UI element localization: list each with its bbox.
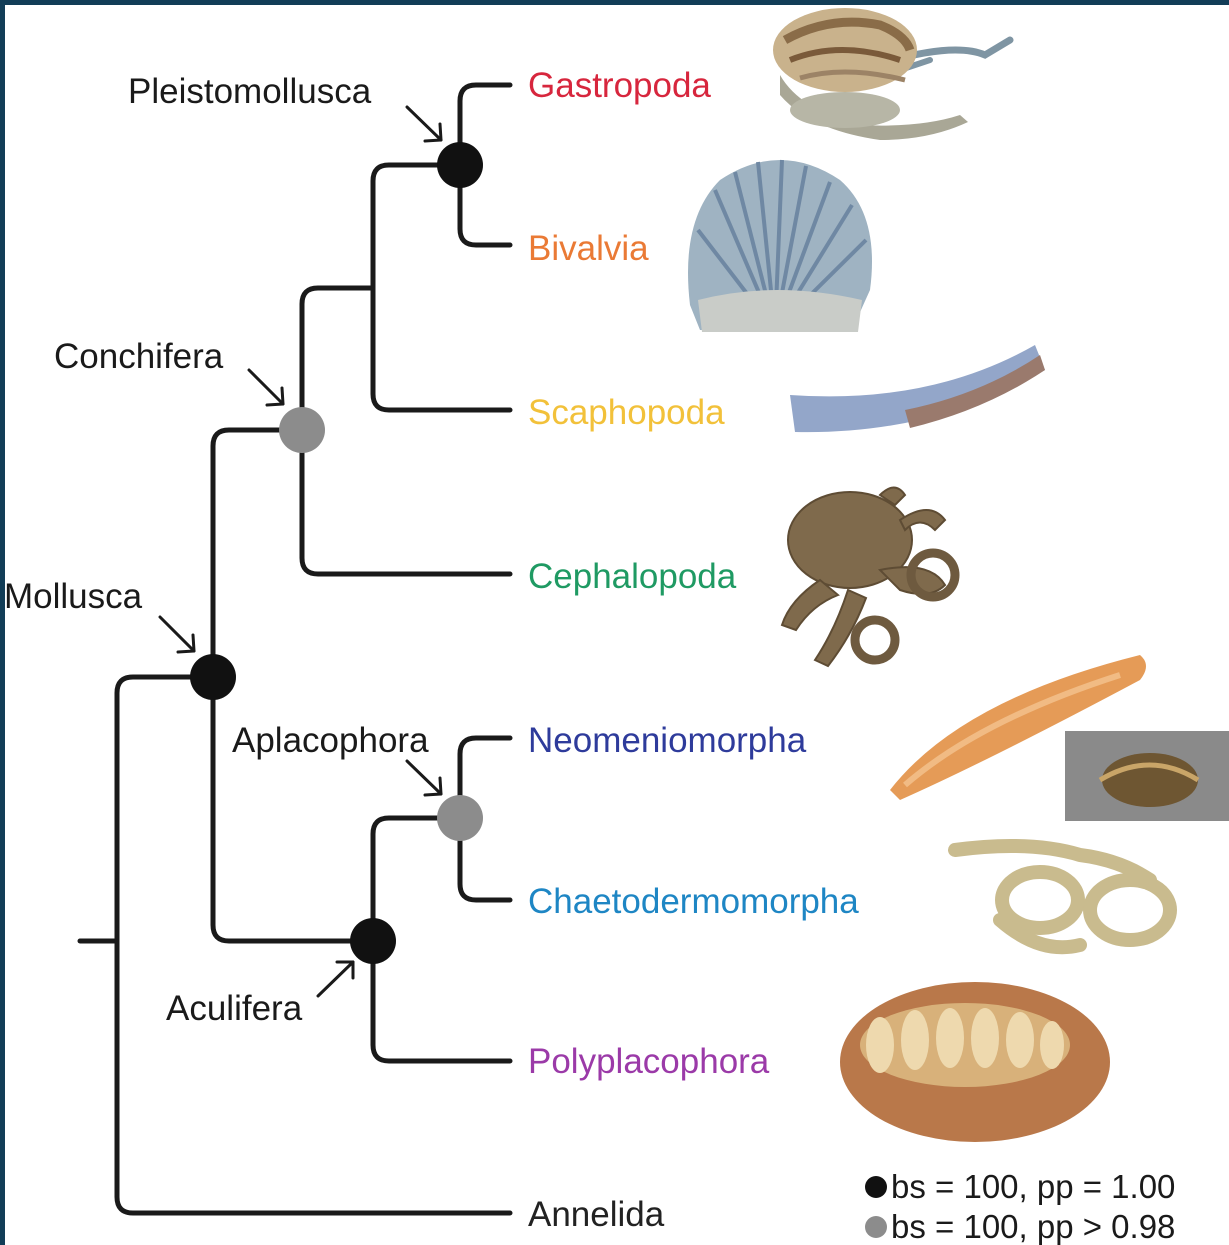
branch-pleisto-scapho (373, 165, 510, 410)
taxon-label-polyplacophora: Polyplacophora (528, 1042, 770, 1081)
snail-image (773, 8, 1010, 140)
taxon-label-gastropoda: Gastropoda (528, 66, 711, 105)
node-mollusca (190, 654, 236, 700)
node-conchifera (279, 407, 325, 453)
clade-label-mollusca: Mollusca (4, 577, 143, 616)
clam-inset-image (1065, 731, 1229, 821)
clade-labels: Pleistomollusca Conchifera Mollusca Apla… (4, 72, 429, 1028)
node-markers (190, 142, 483, 964)
taxon-label-neomeniomorpha: Neomeniomorpha (528, 721, 807, 760)
node-aculifera (350, 918, 396, 964)
taxon-label-annelida: Annelida (528, 1195, 665, 1234)
legend-strong-marker (865, 1176, 887, 1198)
arrow-aplacophora (407, 761, 441, 795)
clade-label-pleistomollusca: Pleistomollusca (128, 72, 372, 111)
taxon-label-cephalopoda: Cephalopoda (528, 557, 737, 596)
caudofoveate-worm-image (955, 846, 1170, 947)
legend-strong-text: bs = 100, pp = 1.00 (891, 1168, 1175, 1205)
tusk-shell-image (790, 345, 1045, 432)
taxon-label-bivalvia: Bivalvia (528, 229, 649, 268)
node-aplacophora (437, 795, 483, 841)
figure-canvas: Pleistomollusca Conchifera Mollusca Apla… (5, 5, 1229, 1245)
clade-label-aplacophora: Aplacophora (232, 721, 429, 760)
chiton-image (840, 982, 1110, 1142)
taxon-label-scaphopoda: Scaphopoda (528, 393, 725, 432)
scallop-shell-image (688, 160, 872, 332)
taxon-label-chaetodermomorpha: Chaetodermomorpha (528, 882, 859, 921)
branch-mollusca (213, 430, 372, 941)
arrow-mollusca (160, 617, 194, 652)
arrow-pleistomollusca (407, 107, 441, 141)
support-legend: bs = 100, pp = 1.00 bs = 100, pp > 0.98 (865, 1168, 1175, 1245)
legend-moderate-marker (865, 1216, 887, 1238)
octopus-image (782, 488, 955, 667)
tree-branches (80, 85, 510, 1213)
clade-label-aculifera: Aculifera (166, 989, 303, 1028)
legend-moderate-text: bs = 100, pp > 0.98 (891, 1208, 1175, 1245)
branch-conchifera (302, 288, 510, 574)
node-pleistomollusca (437, 142, 483, 188)
clade-label-conchifera: Conchifera (54, 337, 224, 376)
organism-images (688, 8, 1229, 1142)
arrow-conchifera (249, 370, 283, 405)
arrow-aculifera (318, 962, 353, 996)
